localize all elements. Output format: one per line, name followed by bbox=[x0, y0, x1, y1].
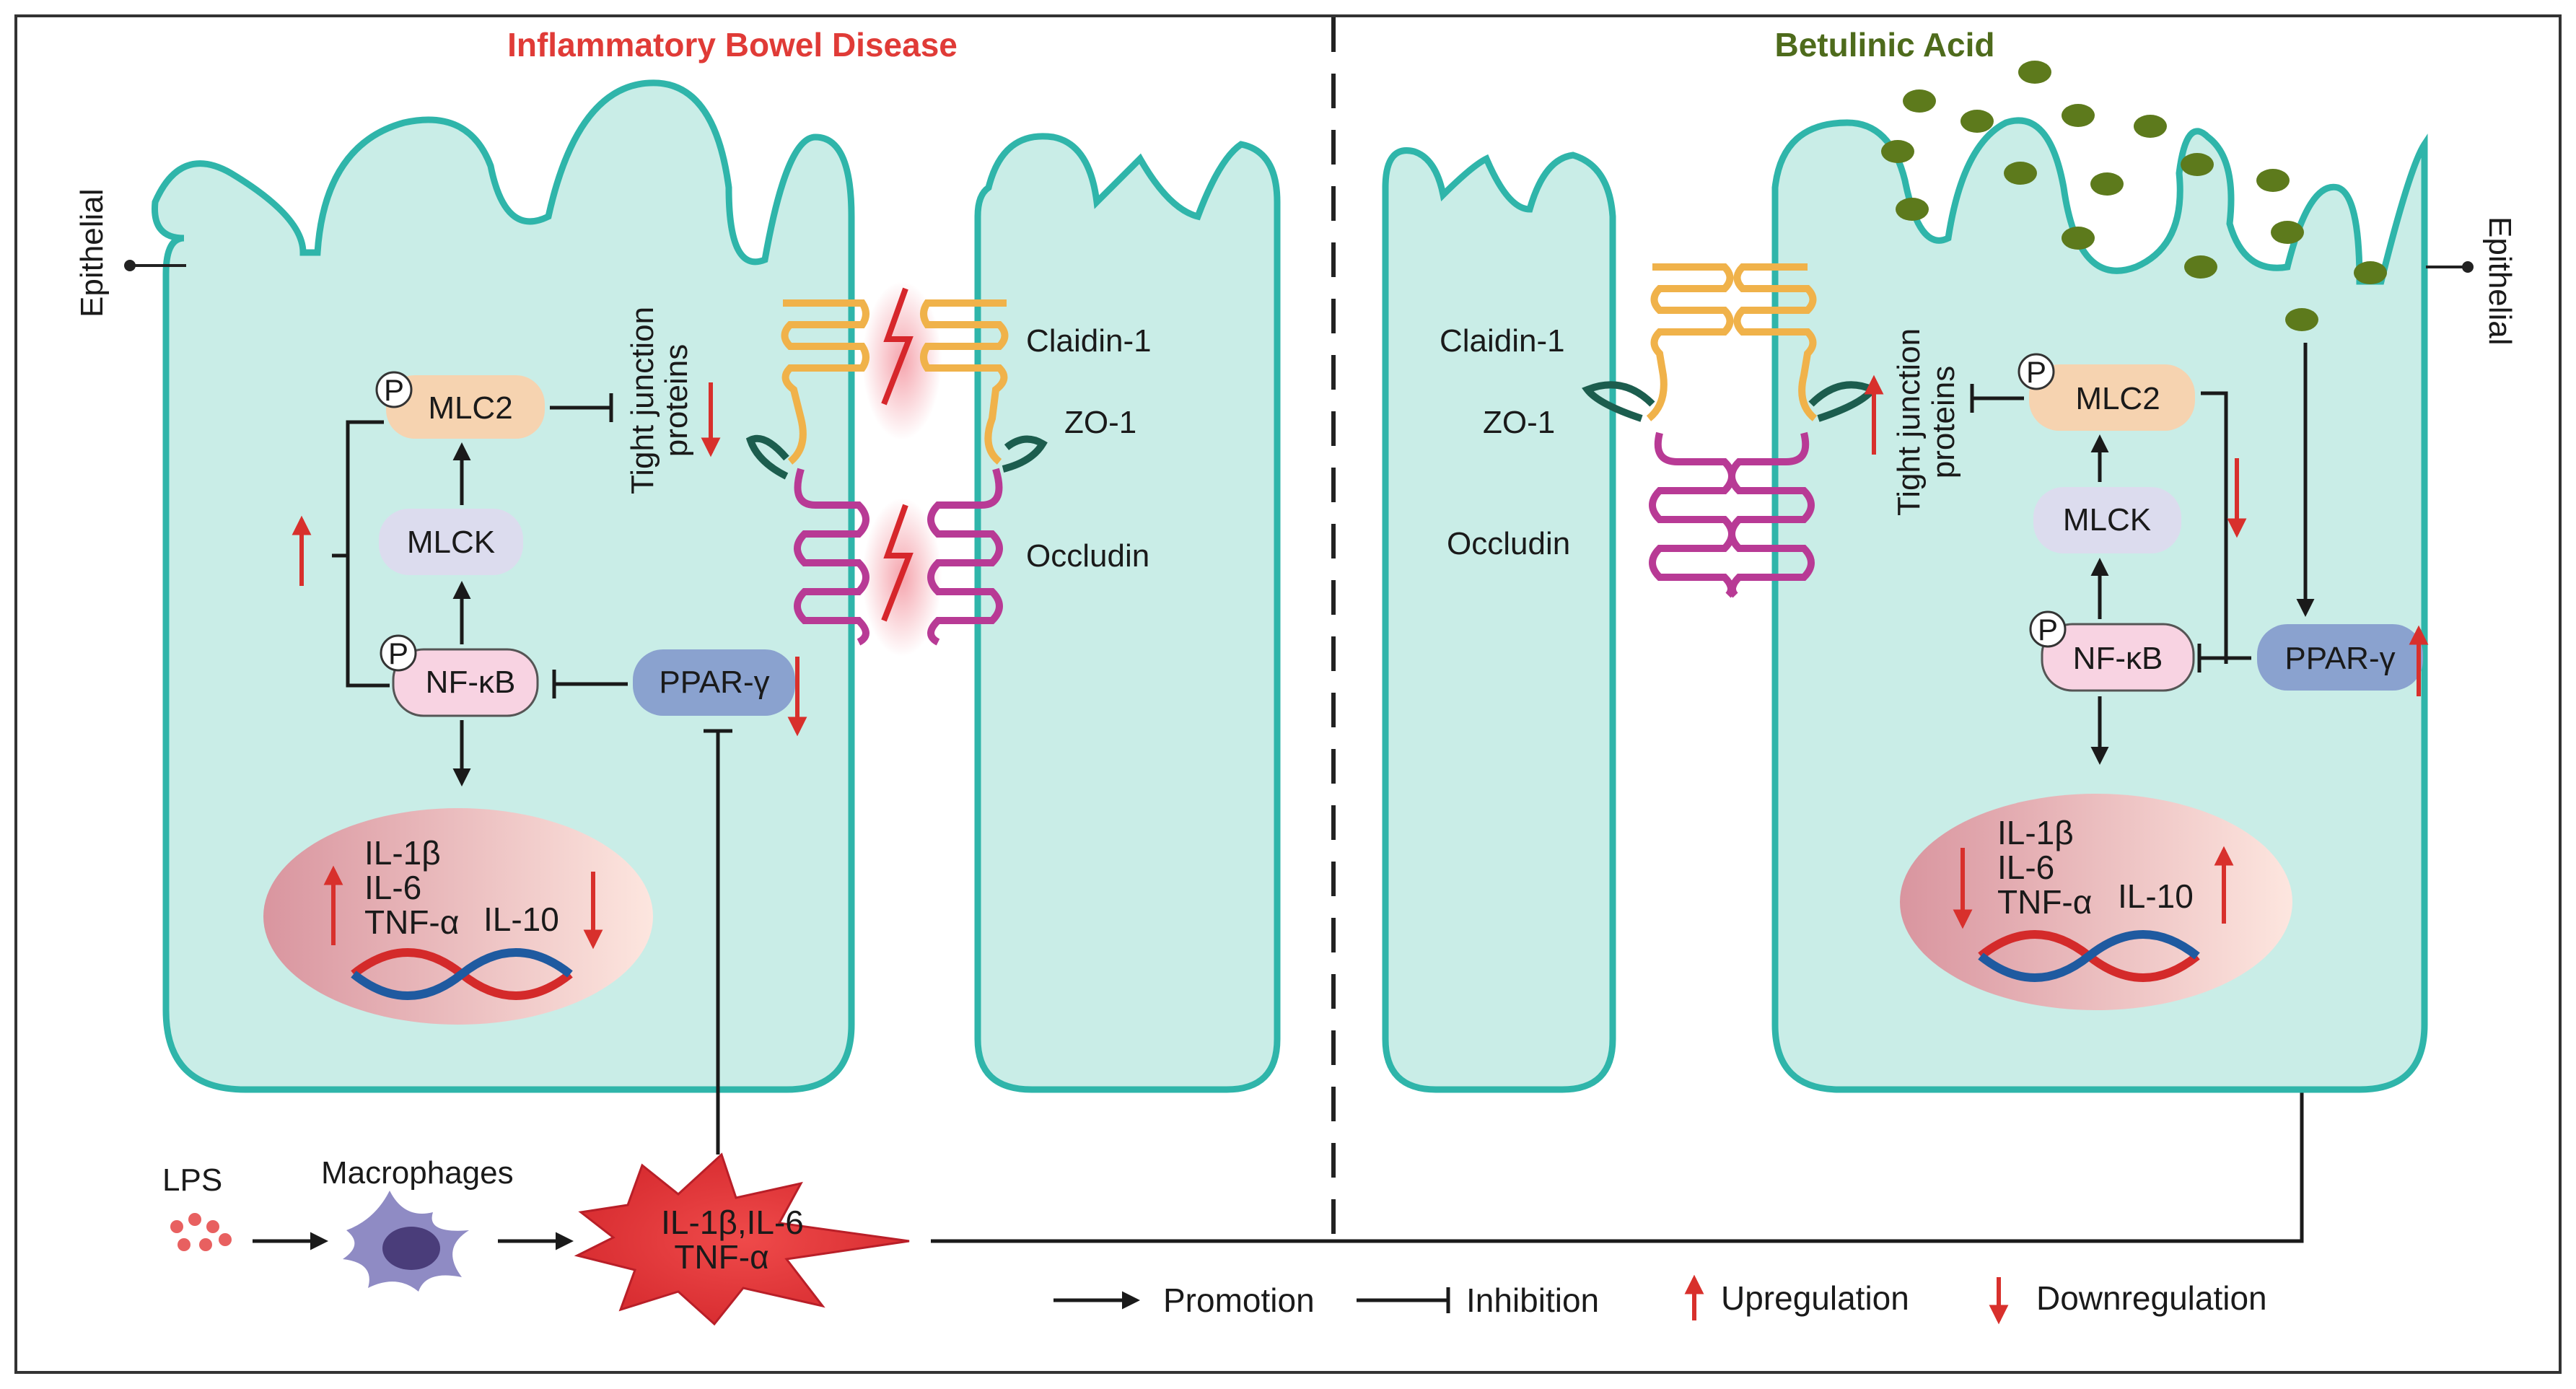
right-dna-strand-b bbox=[1978, 930, 2200, 982]
legend-inhibition: Inhibition bbox=[1466, 1281, 1599, 1319]
right-nfkb-label: NF-κB bbox=[2073, 641, 2163, 676]
lps-label: LPS bbox=[162, 1162, 222, 1198]
legend: Promotion Inhibition Upregulation Downre… bbox=[1053, 1274, 2267, 1325]
right-mlc2-label: MLC2 bbox=[2075, 381, 2160, 416]
left-panel: Inflammatory Bowel Disease Epithelial ML… bbox=[74, 26, 1281, 1326]
right-panel-title: Betulinic Acid bbox=[1775, 26, 1995, 63]
left-nfkb-phospho-label: P bbox=[388, 636, 408, 670]
macrophage-nucleus bbox=[382, 1227, 440, 1270]
left-ppar-node bbox=[633, 649, 795, 716]
burst-line1: IL-1β,IL-6 bbox=[661, 1204, 804, 1241]
right-cyt-il10: IL-10 bbox=[2118, 877, 2194, 915]
left-dna-strand-b bbox=[351, 948, 573, 1000]
legend-downregulation: Downregulation bbox=[2036, 1279, 2267, 1317]
left-cyt-il10: IL-10 bbox=[483, 901, 559, 938]
right-epithelial-label: Epithelial bbox=[2482, 216, 2518, 346]
right-panel: Betulinic Acid Epithelial bbox=[1382, 26, 2518, 1093]
left-cyt-il6: IL-6 bbox=[364, 869, 421, 906]
left-tj-proteins bbox=[745, 281, 1048, 657]
legend-promotion: Promotion bbox=[1163, 1281, 1315, 1319]
left-mlc2-label: MLC2 bbox=[428, 390, 512, 426]
right-nfkb-phospho bbox=[2029, 610, 2067, 648]
legend-upregulation: Upregulation bbox=[1721, 1279, 1909, 1317]
left-epithelial-dot bbox=[124, 260, 136, 271]
left-occludin-label: Occludin bbox=[1026, 538, 1149, 574]
right-neighbor-cell bbox=[1382, 147, 1616, 1093]
left-mlck-node bbox=[379, 509, 523, 575]
left-mlc2-phospho-label: P bbox=[384, 373, 404, 407]
macrophages-label: Macrophages bbox=[321, 1155, 514, 1191]
lps-dots bbox=[170, 1213, 232, 1251]
right-mlc2-phospho-label: P bbox=[2026, 355, 2046, 389]
right-tj-line1: Tight junction bbox=[1891, 328, 1927, 516]
right-nucleus bbox=[1900, 794, 2292, 1010]
left-tj-line1: Tight junction bbox=[625, 307, 660, 494]
left-nfkb-label: NF-κB bbox=[426, 665, 516, 700]
right-claudin-label: Claidin-1 bbox=[1440, 323, 1565, 359]
left-cyt-tnfa: TNF-α bbox=[364, 903, 459, 941]
right-mlc2-node bbox=[2029, 364, 2195, 431]
left-mlc2-phospho bbox=[375, 371, 413, 408]
right-pathway-bracket bbox=[2201, 391, 2228, 664]
left-panel-title: Inflammatory Bowel Disease bbox=[507, 26, 958, 63]
left-mlc2-node bbox=[386, 375, 545, 439]
left-tj-line2: proteins bbox=[659, 344, 694, 457]
right-cyt-il6: IL-6 bbox=[1997, 849, 2054, 886]
left-neighbor-cell bbox=[974, 133, 1281, 1093]
right-ppar-node bbox=[2257, 624, 2423, 691]
right-zo1-label: ZO-1 bbox=[1483, 405, 1555, 440]
right-tj-line2: proteins bbox=[1926, 366, 1961, 479]
right-tj-proteins bbox=[1582, 263, 1878, 598]
left-epithelial-label: Epithelial bbox=[74, 188, 110, 317]
right-nfkb-phospho-label: P bbox=[2038, 613, 2058, 647]
burst-line2: TNF-α bbox=[674, 1238, 768, 1276]
cytokine-burst bbox=[574, 1152, 910, 1326]
left-ppar-label: PPAR-γ bbox=[659, 665, 769, 700]
right-ppar-label: PPAR-γ bbox=[2284, 641, 2395, 676]
right-nfkb-node bbox=[2041, 623, 2195, 692]
right-mlck-node bbox=[2033, 487, 2181, 553]
left-cyt-il1b: IL-1β bbox=[364, 834, 441, 872]
left-mlck-label: MLCK bbox=[407, 525, 495, 560]
left-zo1-label: ZO-1 bbox=[1064, 405, 1136, 440]
left-nfkb-phospho bbox=[380, 634, 417, 672]
right-mlc2-phospho bbox=[2018, 353, 2055, 390]
right-cyt-tnfa: TNF-α bbox=[1997, 883, 2092, 921]
betulinic-acid-particles bbox=[1881, 61, 2387, 331]
left-claudin-label: Claidin-1 bbox=[1026, 323, 1152, 359]
left-nfkb-node bbox=[392, 648, 539, 717]
right-epithelial-dot bbox=[2462, 261, 2474, 273]
right-cyt-il1b: IL-1β bbox=[1997, 814, 2074, 851]
right-occludin-label: Occludin bbox=[1447, 526, 1570, 561]
right-mlck-label: MLCK bbox=[2063, 502, 2151, 538]
